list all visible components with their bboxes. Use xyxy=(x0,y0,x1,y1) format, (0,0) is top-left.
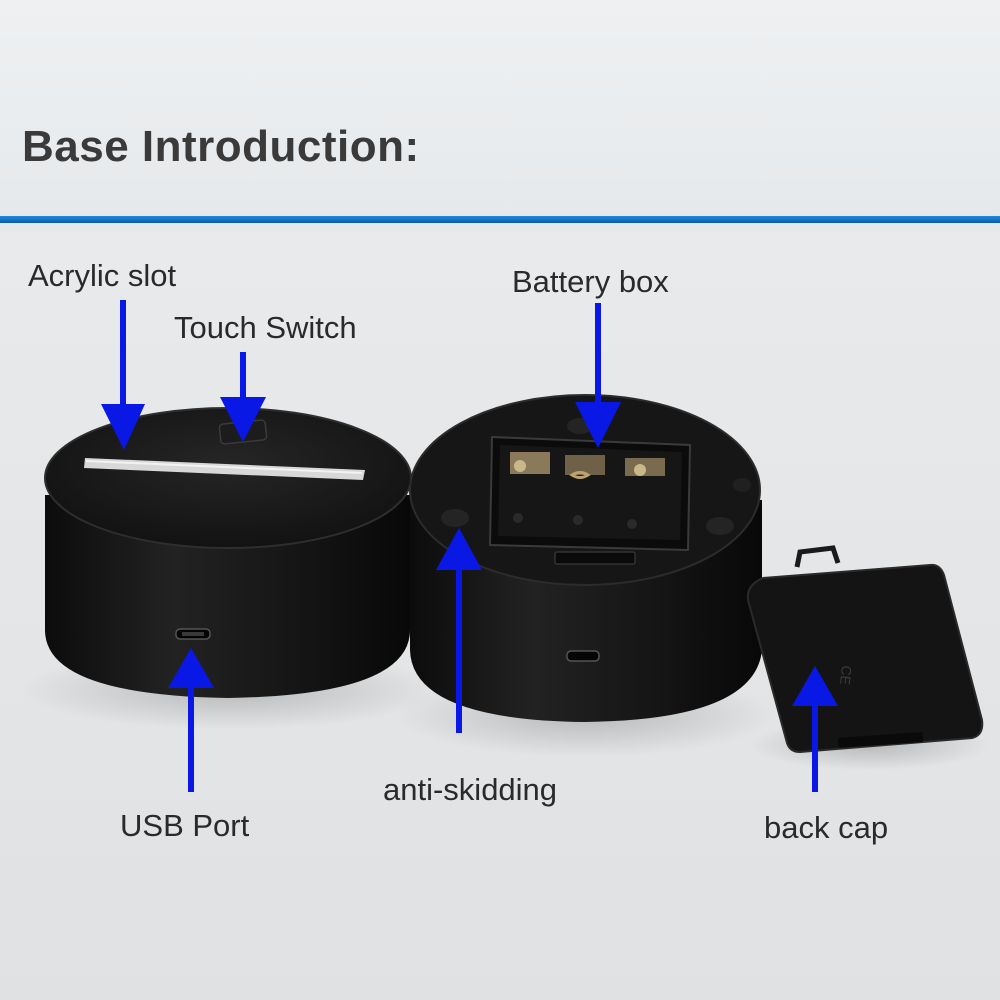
page-title: Base Introduction: xyxy=(22,122,420,171)
usb-port-arrow xyxy=(168,648,214,792)
touch-switch-arrow xyxy=(220,352,266,442)
arrows xyxy=(101,300,838,792)
anti-skidding-arrow xyxy=(436,528,482,733)
product-photo: CE xyxy=(0,232,1000,1000)
battery-box-arrow xyxy=(575,303,621,448)
right-base xyxy=(409,394,762,722)
left-base xyxy=(44,407,412,698)
acrylic-slot-arrow xyxy=(101,300,145,450)
label-touch-switch: Touch Switch xyxy=(174,310,357,345)
label-battery-box: Battery box xyxy=(512,264,669,299)
label-acrylic-slot: Acrylic slot xyxy=(28,258,177,293)
label-back-cap: back cap xyxy=(764,810,889,845)
header-banner: Base Introduction: xyxy=(0,0,1000,216)
label-anti-skidding: anti-skidding xyxy=(383,772,558,807)
header-divider xyxy=(0,216,1000,223)
label-usb-port: USB Port xyxy=(120,808,250,843)
back-cap-arrow xyxy=(792,666,838,792)
ce-mark: CE xyxy=(837,665,855,686)
